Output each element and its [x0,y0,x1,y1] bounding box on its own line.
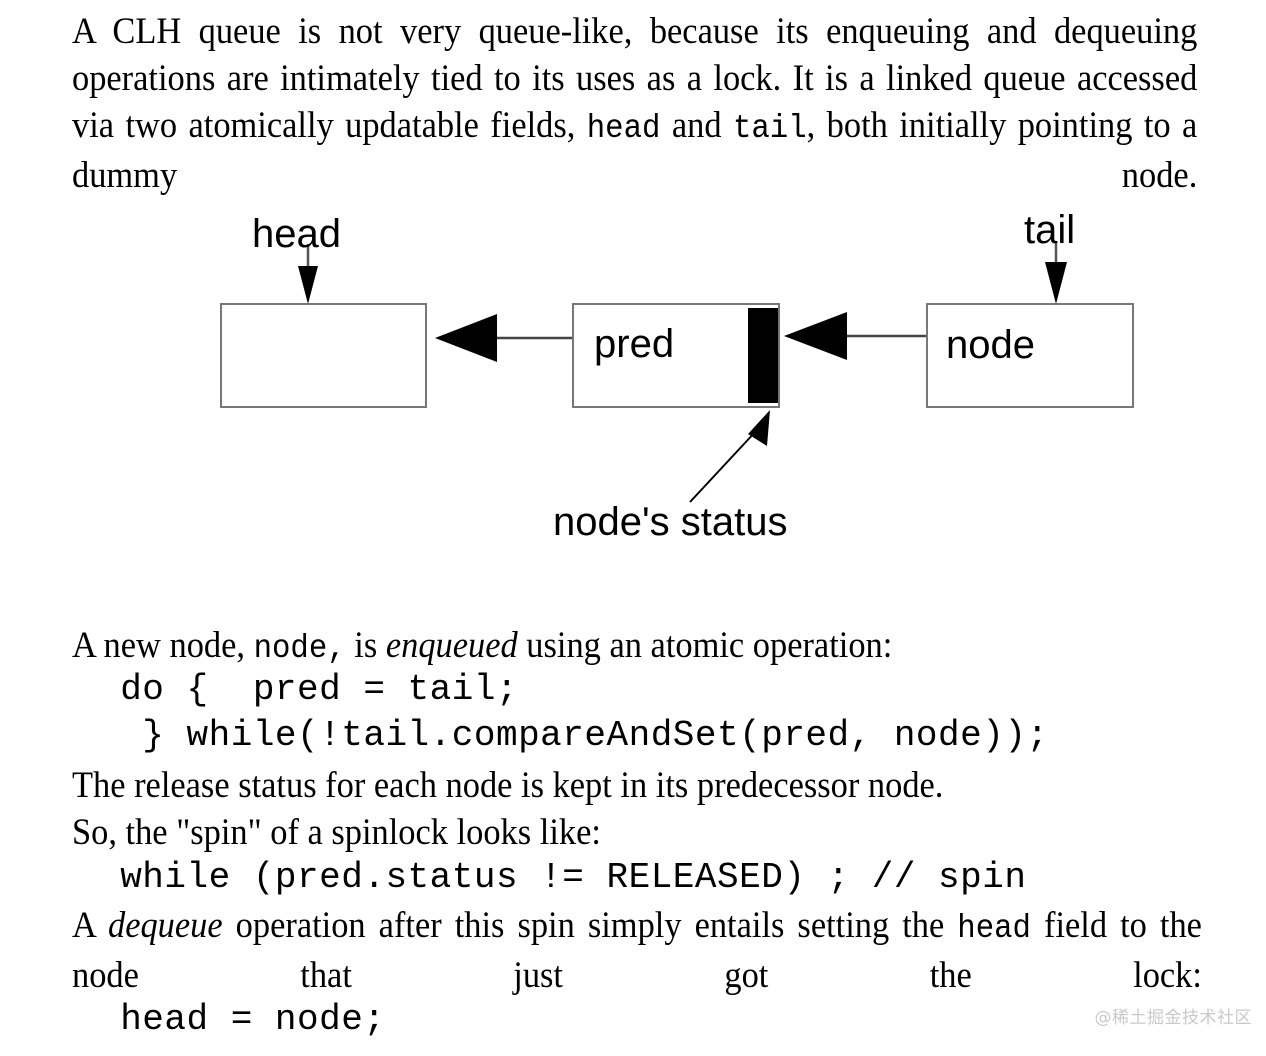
dequeue-mid: operation after this spin simply entails… [222,905,958,946]
intro-conjunction: and [660,105,733,146]
node-to-pred-arrow [784,312,926,360]
watermark-label: @稀土掘金技术社区 [1094,1008,1252,1028]
inline-code-head: head [586,110,661,147]
queue-node-node-label: node [946,323,1035,367]
paragraph-dequeue: A dequeue operation after this spin simp… [72,902,1202,1046]
intro-paragraph: A CLH queue is not very queue-like, beca… [72,8,1197,246]
inline-code-tail: tail [732,110,807,147]
enqueue-tail: using an atomic operation: [517,625,893,666]
pred-to-dummy-arrow [435,314,572,362]
queue-node-dummy [220,303,427,408]
enqueue-lead: A new node, [72,625,254,666]
code-line-head-assign: head = node; [76,999,386,1040]
node-status-callout-label: node's status [553,500,788,544]
head-pointer-label: head [252,212,341,256]
intro-text-part1: A CLH queue is not very queue-like, beca… [72,11,1198,146]
release-line-1: The release status for each node is kept… [72,765,944,806]
dequeue-lead: A [72,905,108,946]
intro-text-part2: , both initially pointing to a dummy nod… [72,105,1198,196]
code-line-do: do { pred = tail; [76,669,519,710]
release-line-2: So, the "spin" of a spinlock looks like: [72,812,601,853]
paragraph-enqueue: A new node, node, is enqueued using an a… [72,622,1202,672]
paragraph-release: The release status for each node is kept… [72,762,1202,856]
queue-node-pred [572,303,780,408]
queue-node-node [926,303,1134,408]
dequeue-italic-term: dequeue [107,905,223,946]
dequeue-tail: field to the node that just got the lock… [72,905,1202,996]
tail-pointer-label: tail [1024,208,1076,252]
clh-queue-diagram: head tail pred node node's status [0,196,1266,566]
queue-node-pred-label: pred [594,322,675,366]
tail-pointer-arrow [1045,242,1067,304]
inline-code-head-2: head [957,910,1031,947]
code-line-spin: while (pred.status != RELEASED) ; // spi… [76,857,1027,898]
status-callout-arrow [689,410,770,503]
enqueue-italic-term: enqueued [385,625,518,666]
code-line-while: } while(!tail.compareAndSet(pred, node))… [76,715,1049,756]
head-pointer-arrow [298,244,318,304]
enqueue-mid: is [345,625,386,666]
node-status-bar [748,308,778,403]
inline-code-node: node, [253,630,346,667]
diagram-vector-layer [298,242,1067,503]
